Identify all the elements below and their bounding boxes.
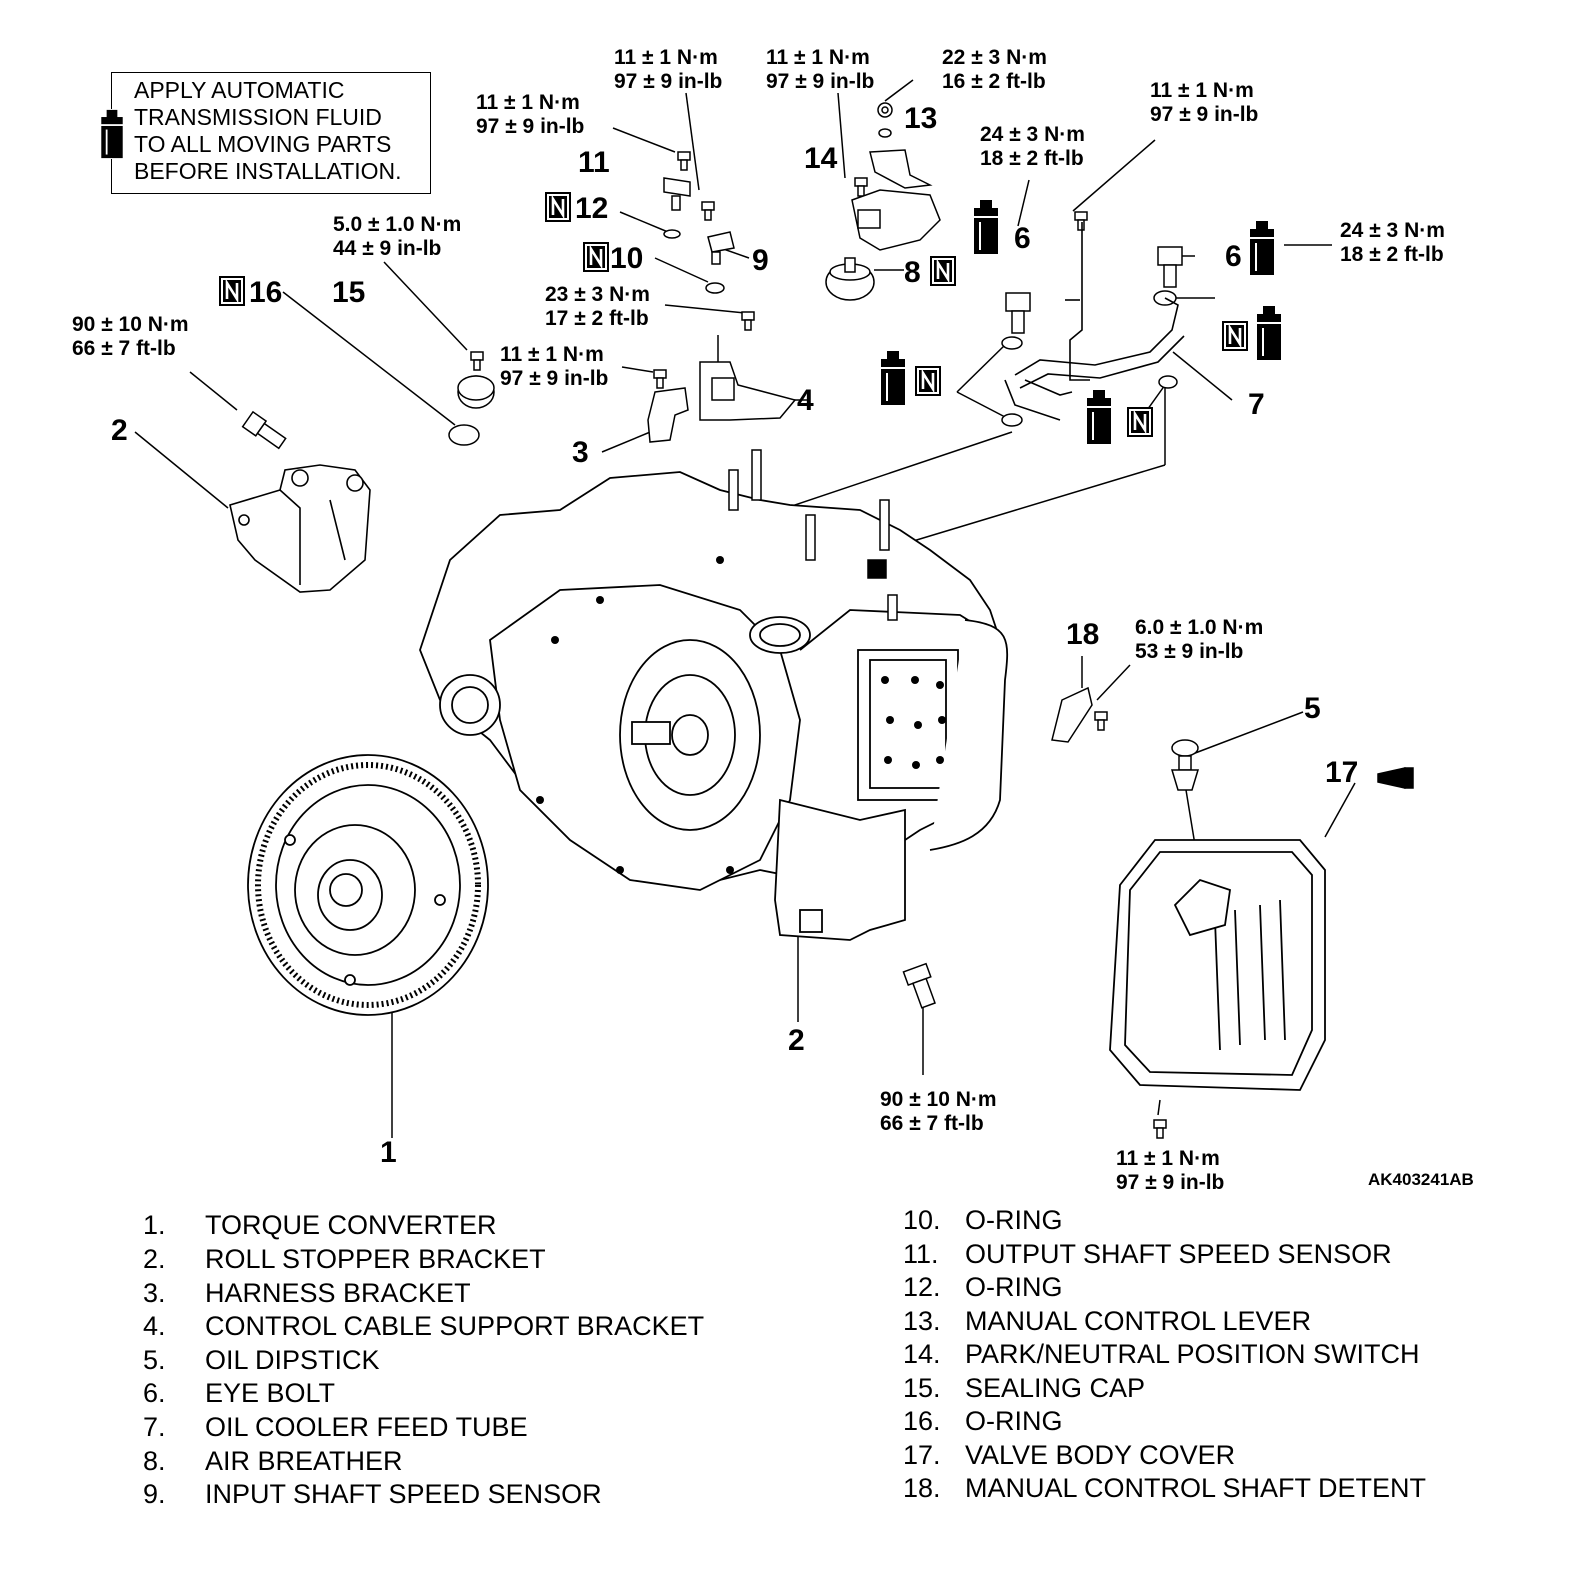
torque-11-inlb: 97 ± 9 in-lb (476, 115, 584, 138)
callout-4: 4 (797, 384, 814, 417)
callout-1: 1 (380, 1136, 397, 1169)
torque-4-ftlb: 17 ± 2 ft-lb (545, 307, 649, 330)
torque-tube-nm: 11 ± 1 N·m (1150, 79, 1254, 102)
callout-10: 10 (610, 242, 643, 275)
callout-2-top: 2 (111, 414, 128, 447)
torque-top2-nm: 11 ± 1 N·m (766, 46, 870, 69)
atf-note-text: APPLY AUTOMATIC TRANSMISSION FLUID TO AL… (134, 77, 402, 184)
torque-15-inlb: 44 ± 9 in-lb (333, 237, 441, 260)
torque-2-bottom-ftlb: 66 ± 7 ft-lb (880, 1112, 984, 1135)
torque-3-nm: 11 ± 1 N·m (500, 343, 604, 366)
torque-2-top-ftlb: 66 ± 7 ft-lb (72, 337, 176, 360)
torque-17-inlb: 97 ± 9 in-lb (1116, 1171, 1224, 1194)
svg-text:11 ± 1 N·m97 ± 9 in-lb: 11 ± 1 N·m97 ± 9 in-lb (614, 46, 722, 93)
callout-15: 15 (332, 276, 365, 309)
transmission-case (419, 471, 1009, 941)
callout-12: 12 (575, 192, 608, 225)
torque-top2-inlb: 97 ± 9 in-lb (766, 70, 874, 93)
svg-text:5.0 ± 1.0 N·m44 ± 9 in-lb: 5.0 ± 1.0 N·m44 ± 9 in-lb (333, 213, 461, 260)
atf-bottle-icon (100, 109, 124, 159)
svg-text:90 ± 10 N·m66 ± 7 ft-lb: 90 ± 10 N·m66 ± 7 ft-lb (72, 313, 189, 360)
torque-eye-right-nm: 24 ± 3 N·m (1340, 219, 1445, 242)
torque-2-bottom-nm: 90 ± 10 N·m (880, 1088, 997, 1111)
callout-3: 3 (572, 436, 589, 469)
torque-18-inlb: 53 ± 9 in-lb (1135, 640, 1243, 663)
valve-body-cover (1109, 839, 1326, 1091)
svg-text:90 ± 10 N·m66 ± 7 ft-lb: 90 ± 10 N·m66 ± 7 ft-lb (880, 1088, 997, 1135)
svg-text:11 ± 1 N·m97 ± 9 in-lb: 11 ± 1 N·m97 ± 9 in-lb (476, 91, 584, 138)
torque-top1-inlb: 97 ± 9 in-lb (614, 70, 722, 93)
torque-top1-nm: 11 ± 1 N·m (614, 46, 718, 69)
atf-symbols (880, 199, 1282, 445)
svg-text:11 ± 1 N·m97 ± 9 in-lb: 11 ± 1 N·m97 ± 9 in-lb (500, 343, 608, 390)
atf-note-box: APPLY AUTOMATIC TRANSMISSION FLUID TO AL… (100, 72, 431, 194)
torque-top3-ftlb: 16 ± 2 ft-lb (942, 70, 1046, 93)
callout-9: 9 (752, 244, 769, 277)
torque-15-nm: 5.0 ± 1.0 N·m (333, 213, 461, 236)
callout-11: 11 (578, 146, 610, 179)
svg-text:24 ± 3 N·m18 ± 2 ft-lb: 24 ± 3 N·m18 ± 2 ft-lb (1340, 219, 1445, 266)
torque-18-nm: 6.0 ± 1.0 N·m (1135, 616, 1263, 639)
svg-text:11 ± 1 N·m97 ± 9 in-lb: 11 ± 1 N·m97 ± 9 in-lb (766, 46, 874, 93)
oil-cooler-tube (1004, 222, 1185, 421)
torque-2-top-nm: 90 ± 10 N·m (72, 313, 189, 336)
torque-17-nm: 11 ± 1 N·m (1116, 1147, 1220, 1170)
torque-4-nm: 23 ± 3 N·m (545, 283, 650, 306)
torque-eye-left-nm: 24 ± 3 N·m (980, 123, 1085, 146)
callout-2-bottom: 2 (788, 1024, 805, 1057)
torque-11-nm: 11 ± 1 N·m (476, 91, 580, 114)
valve-body-bolts (536, 556, 946, 874)
callout-16: 16 (249, 276, 282, 309)
roll-stopper-bracket-top (229, 464, 371, 593)
svg-text:24 ± 3 N·m18 ± 2 ft-lb: 24 ± 3 N·m18 ± 2 ft-lb (980, 123, 1085, 170)
svg-text:11 ± 1 N·m97 ± 9 in-lb: 11 ± 1 N·m97 ± 9 in-lb (1116, 1147, 1224, 1194)
transmission-studs (728, 449, 898, 621)
torque-tube-inlb: 97 ± 9 in-lb (1150, 103, 1258, 126)
torque-eye-left-ftlb: 18 ± 2 ft-lb (980, 147, 1084, 170)
callout-6-right: 6 (1225, 240, 1242, 273)
callout-7: 7 (1248, 388, 1265, 421)
svg-text:11 ± 1 N·m97 ± 9 in-lb: 11 ± 1 N·m97 ± 9 in-lb (1150, 79, 1258, 126)
callout-18: 18 (1066, 618, 1099, 651)
torque-eye-right-ftlb: 18 ± 2 ft-lb (1340, 243, 1444, 266)
callout-17: 17 (1325, 756, 1358, 789)
torque-top3-nm: 22 ± 3 N·m (942, 46, 1047, 69)
figure-code: AK403241AB (1368, 1170, 1474, 1189)
leader-lines (134, 79, 1356, 1138)
callout-numbers: 1 2 2 3 4 5 6 6 7 8 9 10 11 12 13 14 15 … (111, 102, 1358, 1169)
svg-text:6.0 ± 1.0 N·m53 ± 9 in-lb: 6.0 ± 1.0 N·m53 ± 9 in-lb (1135, 616, 1263, 663)
callout-13: 13 (904, 102, 937, 135)
torque-converter (247, 754, 489, 1016)
svg-text:22 ± 3 N·m16 ± 2 ft-lb: 22 ± 3 N·m16 ± 2 ft-lb (942, 46, 1047, 93)
callout-14: 14 (804, 142, 838, 175)
callout-8: 8 (904, 256, 921, 289)
torque-3-inlb: 97 ± 9 in-lb (500, 367, 608, 390)
svg-text:23 ± 3 N·m17 ± 2 ft-lb: 23 ± 3 N·m17 ± 2 ft-lb (545, 283, 650, 330)
callout-6-left: 6 (1014, 222, 1031, 255)
callout-5: 5 (1304, 692, 1321, 725)
